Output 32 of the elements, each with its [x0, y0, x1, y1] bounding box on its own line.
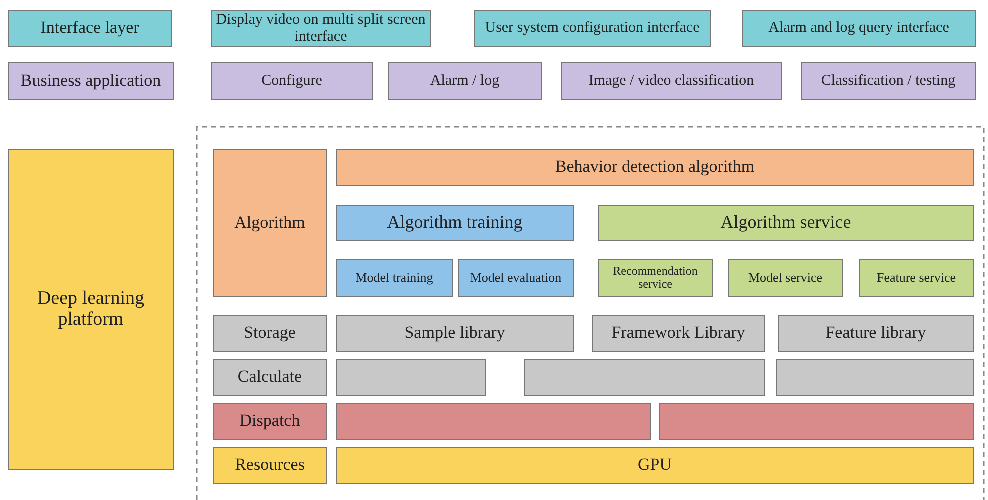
- empty-box: [336, 403, 651, 440]
- layer-box: Configure: [211, 62, 373, 100]
- empty-box: [659, 403, 974, 440]
- empty-box: [524, 359, 765, 396]
- layer-box: Feature library: [778, 315, 974, 352]
- layer-box: Algorithm: [213, 149, 327, 297]
- layer-box: Framework Library: [592, 315, 765, 352]
- layer-box: Alarm and log query interface: [742, 10, 976, 47]
- layer-box: Classification / testing: [801, 62, 976, 100]
- layer-box: Behavior detection algorithm: [336, 149, 974, 186]
- layer-box: Model service: [728, 259, 843, 297]
- layer-box: Deep learning platform: [8, 149, 174, 470]
- empty-box: [776, 359, 974, 396]
- empty-box: [336, 359, 486, 396]
- layer-box: Interface layer: [8, 10, 172, 47]
- layer-box: Dispatch: [213, 403, 327, 440]
- layer-box: Algorithm training: [336, 205, 574, 241]
- layer-box: Display video on multi split screen interface: [211, 10, 431, 47]
- layer-box: Calculate: [213, 359, 327, 396]
- layer-box: Recommendation service: [598, 259, 713, 297]
- layer-box: Storage: [213, 315, 327, 352]
- layer-box: Feature service: [859, 259, 974, 297]
- layer-box: Image / video classification: [561, 62, 782, 100]
- layer-box: Model training: [336, 259, 453, 297]
- layer-box: Resources: [213, 447, 327, 484]
- layer-box: GPU: [336, 447, 974, 484]
- layer-box: Sample library: [336, 315, 574, 352]
- layer-box: Model evaluation: [458, 259, 574, 297]
- layer-box: Algorithm service: [598, 205, 974, 241]
- layer-box: Business application: [8, 62, 174, 100]
- layer-box: User system configuration interface: [474, 10, 711, 47]
- layer-box: Alarm / log: [388, 62, 542, 100]
